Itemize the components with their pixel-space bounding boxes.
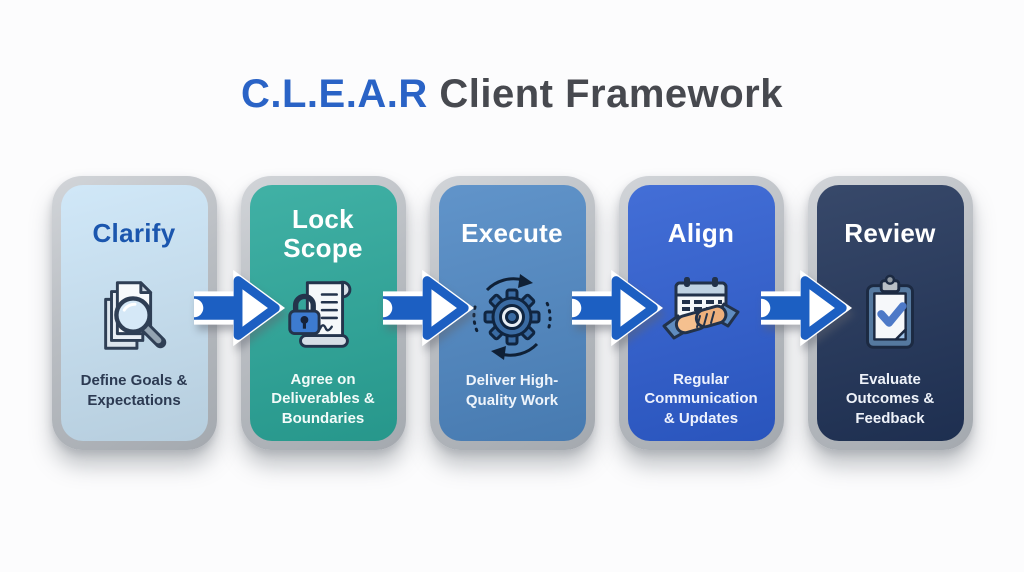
title-accent: C.L.E.A.R: [241, 72, 428, 116]
calendar-handshake-icon: [656, 269, 746, 362]
clipboard-check-icon: [846, 269, 934, 362]
locked-scroll-icon: [279, 269, 367, 362]
step-card-clarify: Clarify Define: [51, 176, 217, 450]
flow-arrow-3: [571, 260, 666, 356]
step-card-align-body: Align: [627, 185, 775, 441]
flow-arrow-1: [193, 260, 288, 356]
step-card-clarify-body: Clarify Define: [60, 185, 208, 441]
card-subtitle: Deliver High-Quality Work: [465, 372, 559, 409]
card-title: Execute: [461, 218, 563, 249]
document-search-icon: [90, 269, 178, 363]
card-subtitle: Regular Communication & Updates: [644, 370, 758, 428]
page-title: C.L.E.A.R Client Framework: [0, 70, 1024, 118]
gear-sync-icon: [467, 269, 557, 363]
card-subtitle: Agree on Deliverables & Boundaries: [271, 370, 375, 428]
card-title: Review: [844, 218, 936, 249]
flow-arrow-4: [760, 260, 855, 356]
flow-arrow-2: [382, 260, 477, 356]
framework-flow: Clarify Define: [51, 176, 973, 450]
step-card-align: Align: [618, 176, 784, 450]
title-rest: Client Framework: [427, 72, 783, 116]
card-title: Clarify: [92, 218, 176, 249]
card-title: Lock Scope: [283, 203, 363, 263]
card-subtitle: Define Goals & Expectations: [80, 372, 188, 409]
card-title: Align: [667, 218, 735, 249]
card-subtitle: Evaluate Outcomes & Feedback: [845, 370, 935, 428]
